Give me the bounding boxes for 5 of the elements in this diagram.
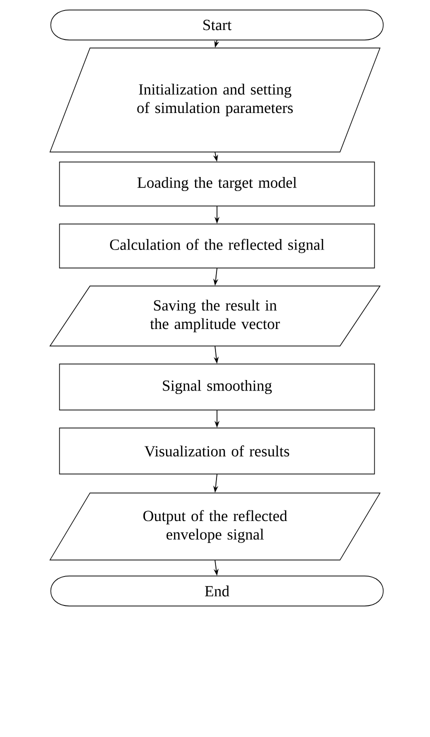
process-box: Visualization of results	[59, 428, 375, 474]
process-box: Signal smoothing	[59, 364, 375, 410]
process-box: Calculation of the reflected signal	[59, 224, 375, 268]
process-box: Loading the target model	[59, 162, 375, 206]
data-parallelogram: Initialization and setting of simulation parameters	[50, 48, 380, 152]
